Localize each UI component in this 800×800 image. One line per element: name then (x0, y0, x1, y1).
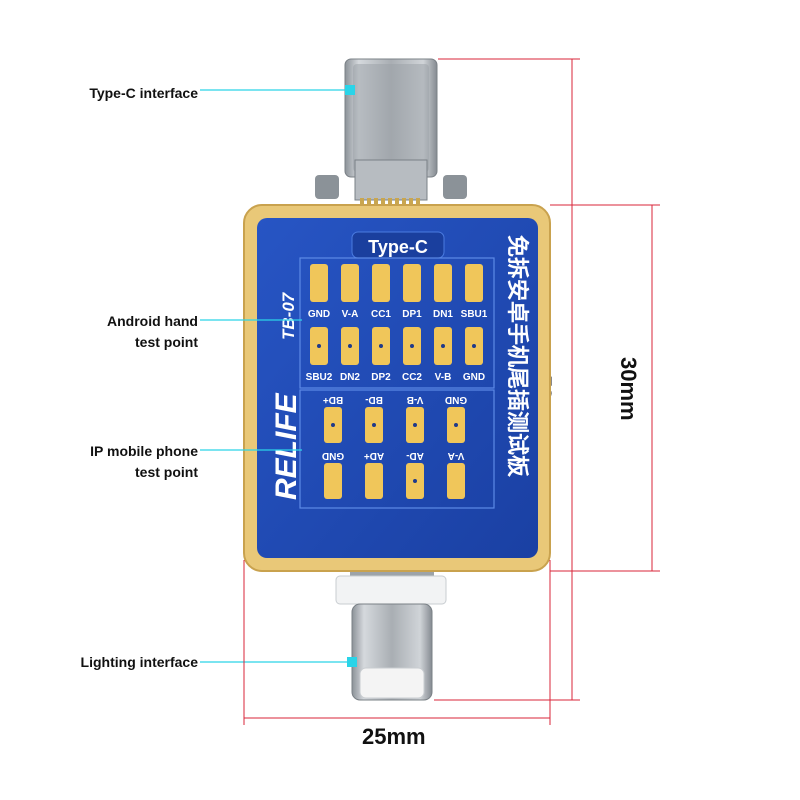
ip-pads-bottom (324, 463, 465, 499)
ip-bottom-label: AD- (406, 450, 424, 461)
lighting-interface-label: Lighting interface (80, 654, 198, 670)
ip-label-line1: IP mobile phone (90, 443, 198, 459)
brand-logo: RELIFE (270, 392, 303, 500)
android-top-labels: GND V-A CC1 DP1 DN1 SBU1 (308, 309, 488, 320)
board-header-text: Type-C (368, 237, 428, 257)
android-bottom-label: CC2 (402, 372, 422, 383)
android-bottom-label: DP2 (371, 372, 391, 383)
ip-bottom-label: V-A (448, 450, 465, 461)
width-dimension-label: 25mm (362, 724, 426, 749)
android-bottom-labels: SBU2 DN2 DP2 CC2 V-B GND (306, 372, 485, 383)
ip-bottom-label: AD+ (364, 450, 384, 461)
ip-top-label: BD- (365, 394, 383, 405)
ip-top-label: GND (445, 394, 467, 405)
type-c-interface-label: Type-C interface (89, 85, 198, 101)
android-pads-top (310, 264, 483, 302)
android-bottom-label: V-B (435, 372, 452, 383)
android-label-line2: test point (135, 334, 198, 350)
android-top-label: CC1 (371, 309, 391, 320)
android-top-label: GND (308, 309, 330, 320)
ip-bottom-labels: GND AD+ AD- V-A (322, 450, 464, 461)
android-top-label: DN1 (433, 309, 453, 320)
model-number: TB-07 (279, 291, 298, 340)
android-bottom-label: DN2 (340, 372, 360, 383)
android-bottom-label: SBU2 (306, 372, 333, 383)
android-bottom-label: GND (463, 372, 485, 383)
android-top-label: V-A (342, 309, 359, 320)
type-c-connector (315, 58, 467, 214)
callout-lines (200, 85, 357, 667)
chinese-title: 免拆安卓手机尾插测试板 (504, 235, 530, 478)
ip-label-line2: test point (135, 464, 198, 480)
ip-top-label: BD+ (323, 394, 343, 405)
android-top-label: DP1 (402, 309, 422, 320)
ip-top-labels: BD+ BD- V-B GND (323, 394, 467, 405)
ip-bottom-label: GND (322, 450, 344, 461)
ip-top-label: V-B (407, 394, 424, 405)
dimension-lines (243, 58, 660, 725)
android-label-line1: Android hand (107, 313, 198, 329)
android-top-label: SBU1 (461, 309, 488, 320)
ip-test-point-label: IP mobile phone test point (40, 441, 198, 483)
android-test-point-label: Android hand test point (40, 311, 198, 353)
